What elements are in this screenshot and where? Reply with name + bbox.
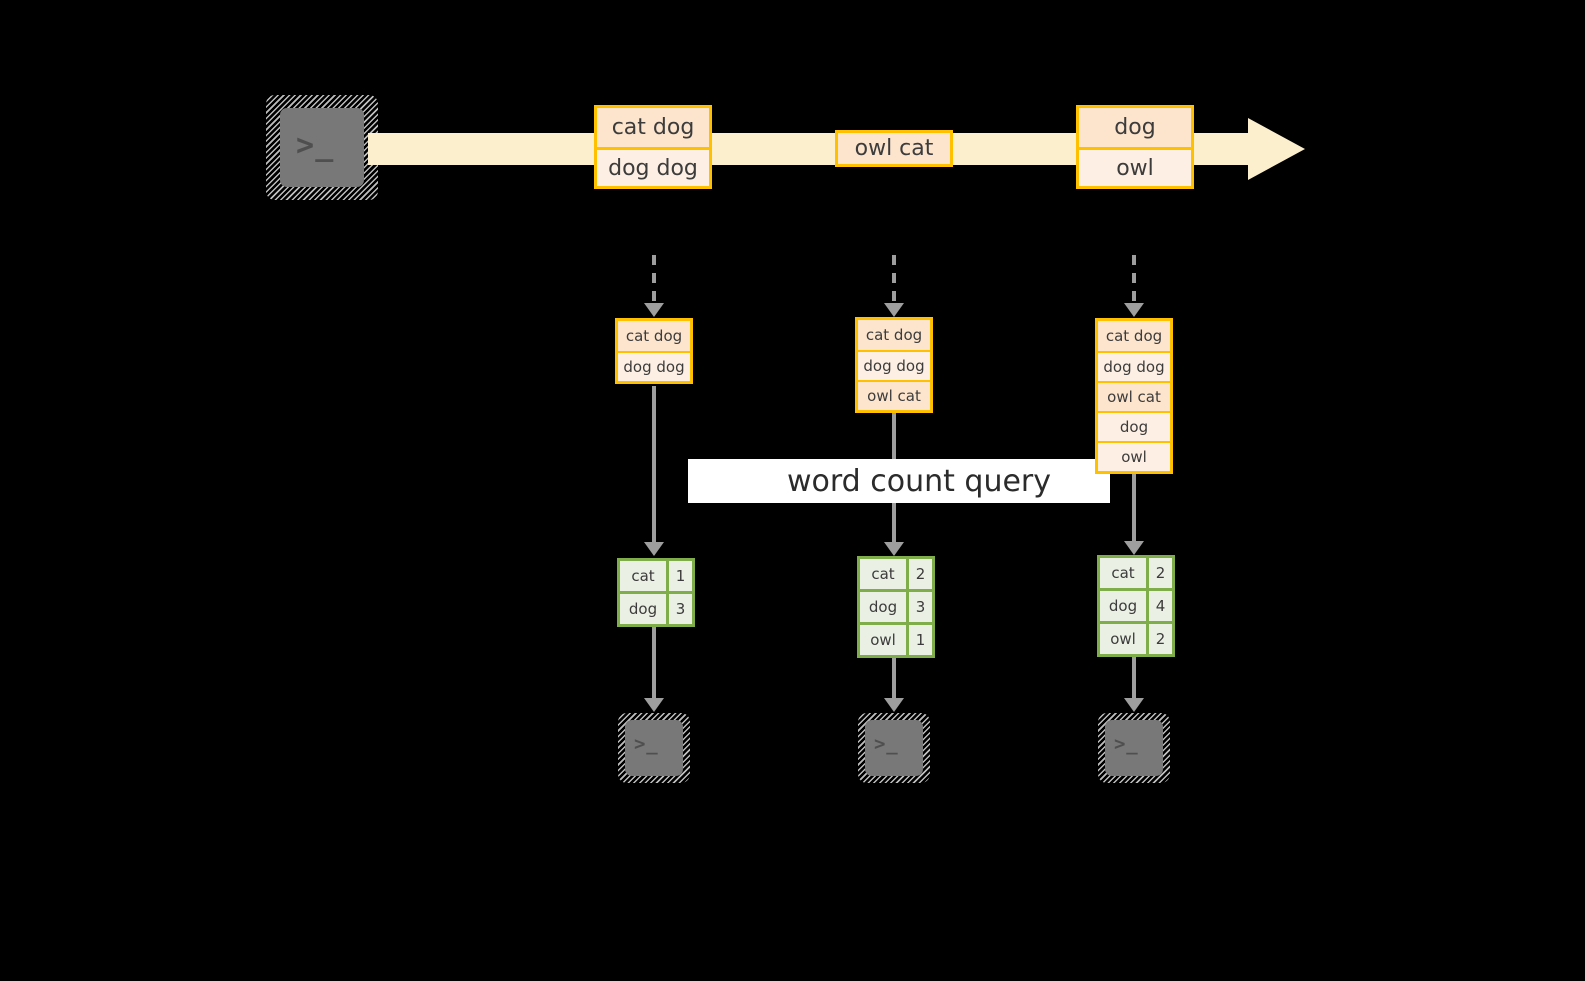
snapshot-row: cat dog bbox=[858, 320, 930, 350]
stream-event-line: cat dog bbox=[597, 108, 709, 147]
terminal-face bbox=[625, 720, 683, 776]
table-row: owl 1 bbox=[860, 622, 932, 655]
table-cell-count: 1 bbox=[906, 625, 932, 655]
query-label: word count query bbox=[786, 463, 1052, 499]
table-cell-count: 4 bbox=[1146, 591, 1172, 621]
table-row: dog 4 bbox=[1100, 588, 1172, 621]
result-to-sink-connector-2 bbox=[876, 650, 912, 717]
terminal-prompt-glyph: >_ bbox=[634, 733, 659, 755]
table-cell-word: cat bbox=[1100, 558, 1146, 588]
terminal-prompt-glyph: >_ bbox=[874, 733, 899, 755]
connector-line bbox=[652, 386, 656, 542]
snapshot-2[interactable]: cat dog dog dog owl cat bbox=[855, 317, 933, 413]
snapshot-row: dog dog bbox=[618, 351, 690, 381]
snapshot-row: dog dog bbox=[1098, 351, 1170, 381]
sink-terminal-3[interactable]: >_ bbox=[1098, 713, 1170, 783]
source-terminal-icon[interactable]: >_ bbox=[266, 95, 378, 200]
stream-arrow-head bbox=[1248, 118, 1305, 180]
table-row: cat 1 bbox=[620, 561, 692, 591]
table-row: dog 3 bbox=[860, 589, 932, 622]
snapshot-3[interactable]: cat dog dog dog owl cat dog owl bbox=[1095, 318, 1173, 474]
snapshot-row: dog bbox=[1098, 411, 1170, 441]
connector-arrowhead bbox=[1124, 541, 1144, 555]
snapshot-row: owl cat bbox=[1098, 381, 1170, 411]
snapshot-row: owl bbox=[1098, 441, 1170, 471]
result-to-sink-connector-1 bbox=[636, 622, 672, 717]
stream-event-line: dog bbox=[1079, 108, 1191, 147]
connector-line bbox=[892, 255, 896, 301]
table-row: dog 3 bbox=[620, 591, 692, 624]
table-cell-count: 3 bbox=[906, 592, 932, 622]
connector-arrowhead bbox=[644, 698, 664, 712]
stream-event-line: dog dog bbox=[597, 147, 709, 186]
connector-arrowhead bbox=[1124, 303, 1144, 317]
word-count-query-band: word count query bbox=[688, 459, 1110, 503]
terminal-prompt-glyph: >_ bbox=[1114, 733, 1139, 755]
stream-to-snapshot-connector-3 bbox=[1116, 255, 1152, 320]
snapshot-to-result-connector-3 bbox=[1116, 472, 1152, 560]
connector-arrowhead bbox=[1124, 698, 1144, 712]
terminal-prompt-glyph: >_ bbox=[296, 128, 335, 163]
result-to-sink-connector-3 bbox=[1116, 649, 1152, 717]
stream-event-group-3[interactable]: dog owl bbox=[1076, 105, 1194, 189]
connector-arrowhead bbox=[884, 698, 904, 712]
table-cell-word: cat bbox=[860, 559, 906, 589]
connector-line bbox=[652, 622, 656, 698]
terminal-face bbox=[1105, 720, 1163, 776]
result-table-1[interactable]: cat 1 dog 3 bbox=[617, 558, 695, 627]
stream-to-snapshot-connector-2 bbox=[876, 255, 912, 320]
sink-terminal-2[interactable]: >_ bbox=[858, 713, 930, 783]
snapshot-row: owl cat bbox=[858, 380, 930, 410]
snapshot-row: cat dog bbox=[1098, 321, 1170, 351]
table-cell-word: dog bbox=[1100, 591, 1146, 621]
connector-arrowhead bbox=[884, 303, 904, 317]
connector-line bbox=[652, 255, 656, 301]
connector-arrowhead bbox=[644, 542, 664, 556]
snapshot-1[interactable]: cat dog dog dog bbox=[615, 318, 693, 384]
connector-line bbox=[892, 650, 896, 698]
stream-event-line: owl cat bbox=[838, 133, 950, 164]
connector-line bbox=[1132, 472, 1136, 541]
result-table-3[interactable]: cat 2 dog 4 owl 2 bbox=[1097, 555, 1175, 657]
table-row: owl 2 bbox=[1100, 621, 1172, 654]
connector-line bbox=[1132, 649, 1136, 698]
connector-arrowhead bbox=[644, 303, 664, 317]
stream-event-group-1[interactable]: cat dog dog dog bbox=[594, 105, 712, 189]
result-table-2[interactable]: cat 2 dog 3 owl 1 bbox=[857, 556, 935, 658]
table-cell-word: owl bbox=[1100, 624, 1146, 654]
connector-arrowhead bbox=[884, 542, 904, 556]
table-cell-word: dog bbox=[620, 594, 666, 624]
terminal-face bbox=[280, 108, 364, 187]
terminal-face bbox=[865, 720, 923, 776]
snapshot-row: cat dog bbox=[618, 321, 690, 351]
snapshot-row: dog dog bbox=[858, 350, 930, 380]
stream-to-snapshot-connector-1 bbox=[636, 255, 672, 320]
snapshot-to-result-connector-1 bbox=[636, 386, 672, 561]
table-cell-word: dog bbox=[860, 592, 906, 622]
table-cell-count: 3 bbox=[666, 594, 692, 624]
table-cell-count: 2 bbox=[1146, 624, 1172, 654]
table-cell-count: 2 bbox=[906, 559, 932, 589]
stream-event-group-2[interactable]: owl cat bbox=[835, 130, 953, 167]
connector-line bbox=[1132, 255, 1136, 301]
table-cell-count: 1 bbox=[666, 561, 692, 591]
table-cell-word: cat bbox=[620, 561, 666, 591]
table-cell-count: 2 bbox=[1146, 558, 1172, 588]
sink-terminal-1[interactable]: >_ bbox=[618, 713, 690, 783]
table-row: cat 2 bbox=[1100, 558, 1172, 588]
table-cell-word: owl bbox=[860, 625, 906, 655]
stream-event-line: owl bbox=[1079, 147, 1191, 186]
table-row: cat 2 bbox=[860, 559, 932, 589]
